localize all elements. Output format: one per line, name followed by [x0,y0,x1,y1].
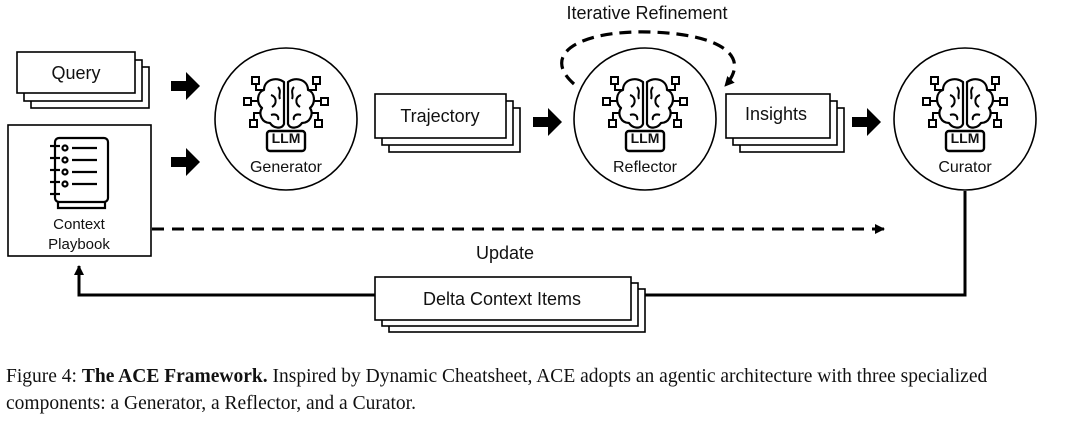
arrow-right-icon [533,108,562,136]
caption-text: Inspired by Dynamic Cheatsheet, ACE adop… [6,366,988,414]
delta-context-items-label: Delta Context Items [423,289,581,309]
query-node: Query [16,51,150,109]
caption-prefix: Figure 4: [6,366,82,387]
notebook-icon [50,136,110,210]
reflector-label: Reflector [613,159,678,176]
llm-badge: LLM [272,130,301,146]
llm-badge: LLM [951,130,980,146]
trajectory-label: Trajectory [400,106,479,126]
figure-caption: Figure 4: The ACE Framework. Inspired by… [6,363,1074,417]
context-label-line2: Playbook [48,236,110,253]
ace-framework-diagram: Query Context Playbook [7,3,1037,333]
query-label: Query [51,63,100,83]
update-label: Update [476,243,534,263]
iterative-refinement-label: Iterative Refinement [566,3,727,23]
generator-label: Generator [250,159,323,176]
context-label-line1: Context [53,216,106,233]
arrow-right-icon [171,148,200,176]
insights-label: Insights [745,104,807,124]
llm-badge: LLM [631,130,660,146]
generator-node: LLM Generator [214,47,358,191]
curator-node: LLM Curator [893,47,1037,191]
arrow-right-icon [852,108,881,136]
insights-node: Insights [725,93,845,153]
context-playbook-node: Context Playbook [7,124,152,257]
trajectory-node: Trajectory [374,93,521,153]
delta-context-items-node: Delta Context Items [374,276,646,333]
reflector-node: LLM Reflector [573,47,717,191]
caption-title: The ACE Framework. [81,366,268,387]
arrow-right-icon [171,72,200,100]
curator-label: Curator [938,159,992,176]
iterative-loop-arrow [560,30,737,88]
